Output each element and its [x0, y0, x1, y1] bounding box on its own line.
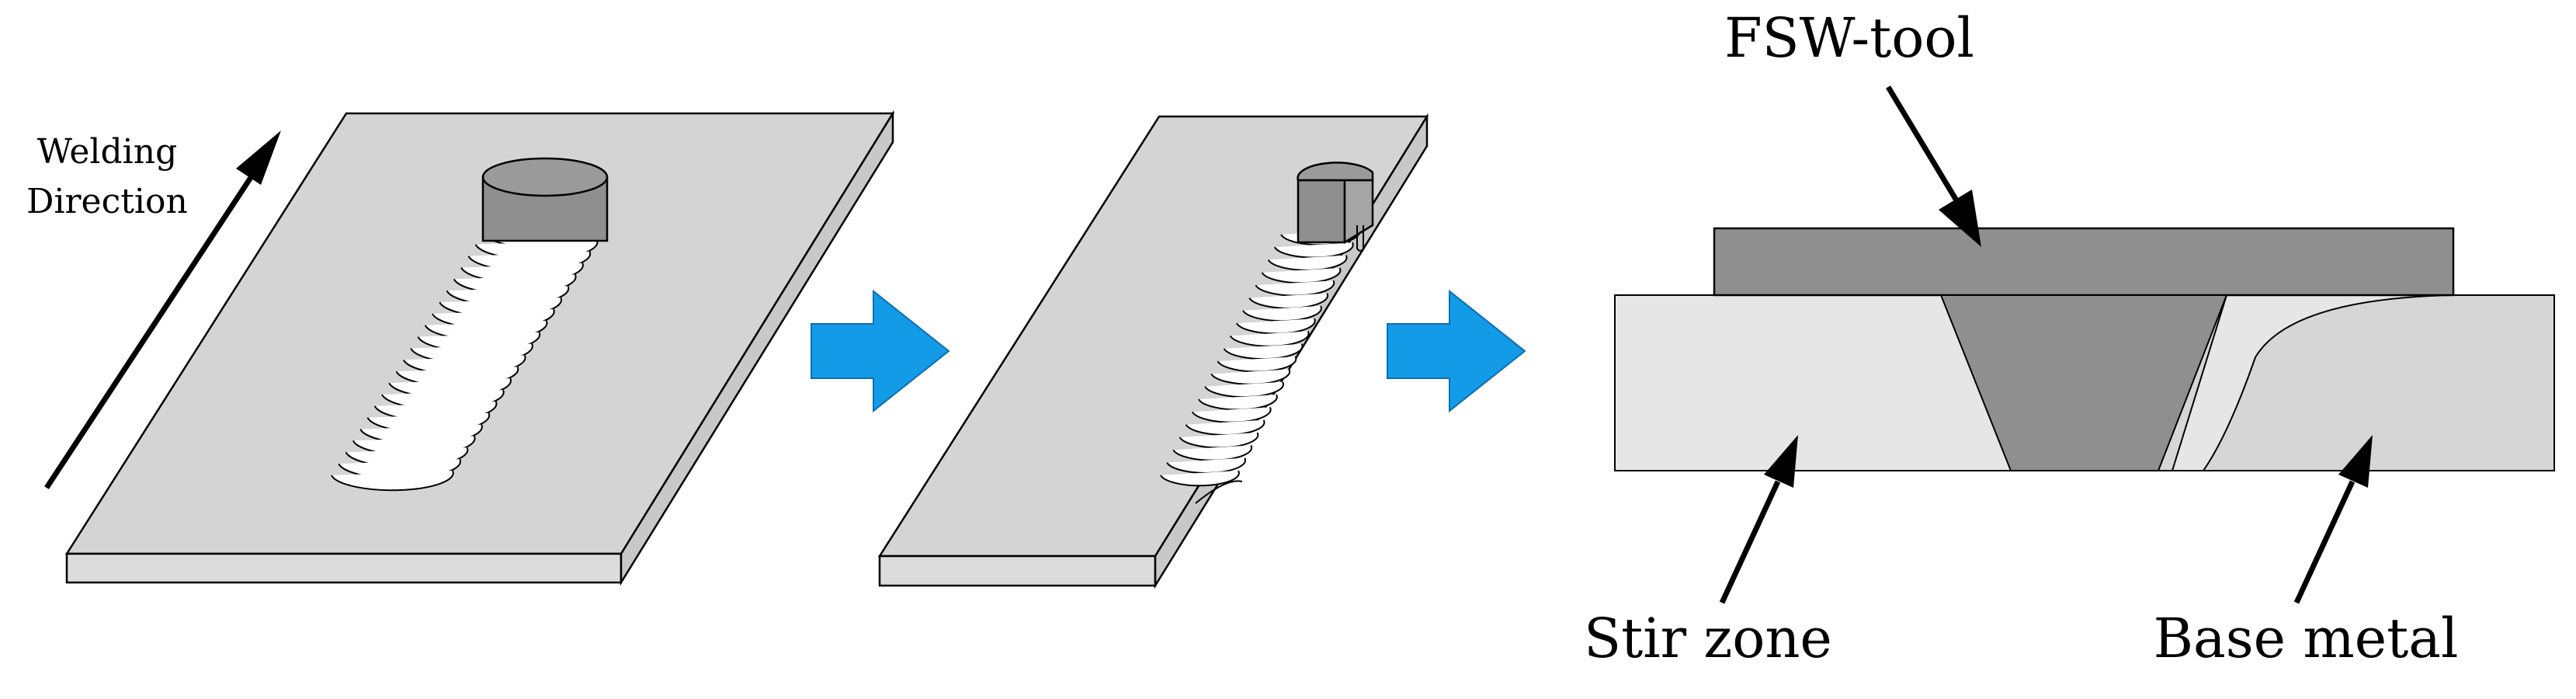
tool-top	[481, 157, 609, 197]
base-metal-boundary	[2171, 294, 2453, 471]
base-metal-arrow-shaft	[2293, 480, 2356, 604]
fsw-tool-arrow-shaft	[1886, 85, 1959, 202]
panel-cross-section: FSW-tool Stir zone Base metal	[1584, 6, 2555, 670]
right-arrow-icon	[1387, 289, 1526, 413]
cut-fsw-tool	[1297, 162, 1374, 252]
welding-label-line1: Welding	[37, 132, 178, 172]
right-arrow-icon	[811, 289, 950, 413]
stir-zone-label: Stir zone	[1584, 607, 1832, 670]
stir-zone-arrow-head	[1764, 435, 1798, 488]
cut-tool-pin	[1356, 225, 1364, 252]
cut-tool-body	[1297, 179, 1346, 244]
plate-side-face	[620, 110, 894, 586]
stir-zone-arrow-shaft	[1719, 480, 1781, 604]
welding-label-line2: Direction	[26, 182, 188, 221]
plate-front-face	[65, 552, 623, 584]
base-metal-arrow-head	[2338, 435, 2373, 488]
weld-seam-ripples	[331, 228, 606, 492]
weld-ripple	[1160, 470, 1240, 487]
fsw-tool-arrow-head	[1939, 190, 1981, 247]
base-metal-label: Base metal	[2154, 607, 2459, 670]
stir-zone-region	[1615, 295, 2011, 471]
welding-direction-head	[236, 130, 281, 185]
fsw-tool-label: FSW-tool	[1724, 6, 1974, 70]
welding-direction-shaft	[44, 172, 255, 489]
panel-plate-welded: Welding Direction	[26, 110, 895, 586]
fsw-tool-cylinder	[481, 157, 609, 242]
cut-tool-top	[1297, 162, 1374, 182]
panel-plate-cut	[877, 113, 1429, 589]
tool-probe	[1939, 294, 2228, 471]
welding-direction-arrow	[44, 130, 281, 489]
cut-plate-front-face	[878, 555, 1157, 587]
weld-ripple	[331, 470, 454, 492]
tool-shoulder	[1713, 227, 2455, 297]
cut-edge-curve	[1195, 480, 1243, 504]
